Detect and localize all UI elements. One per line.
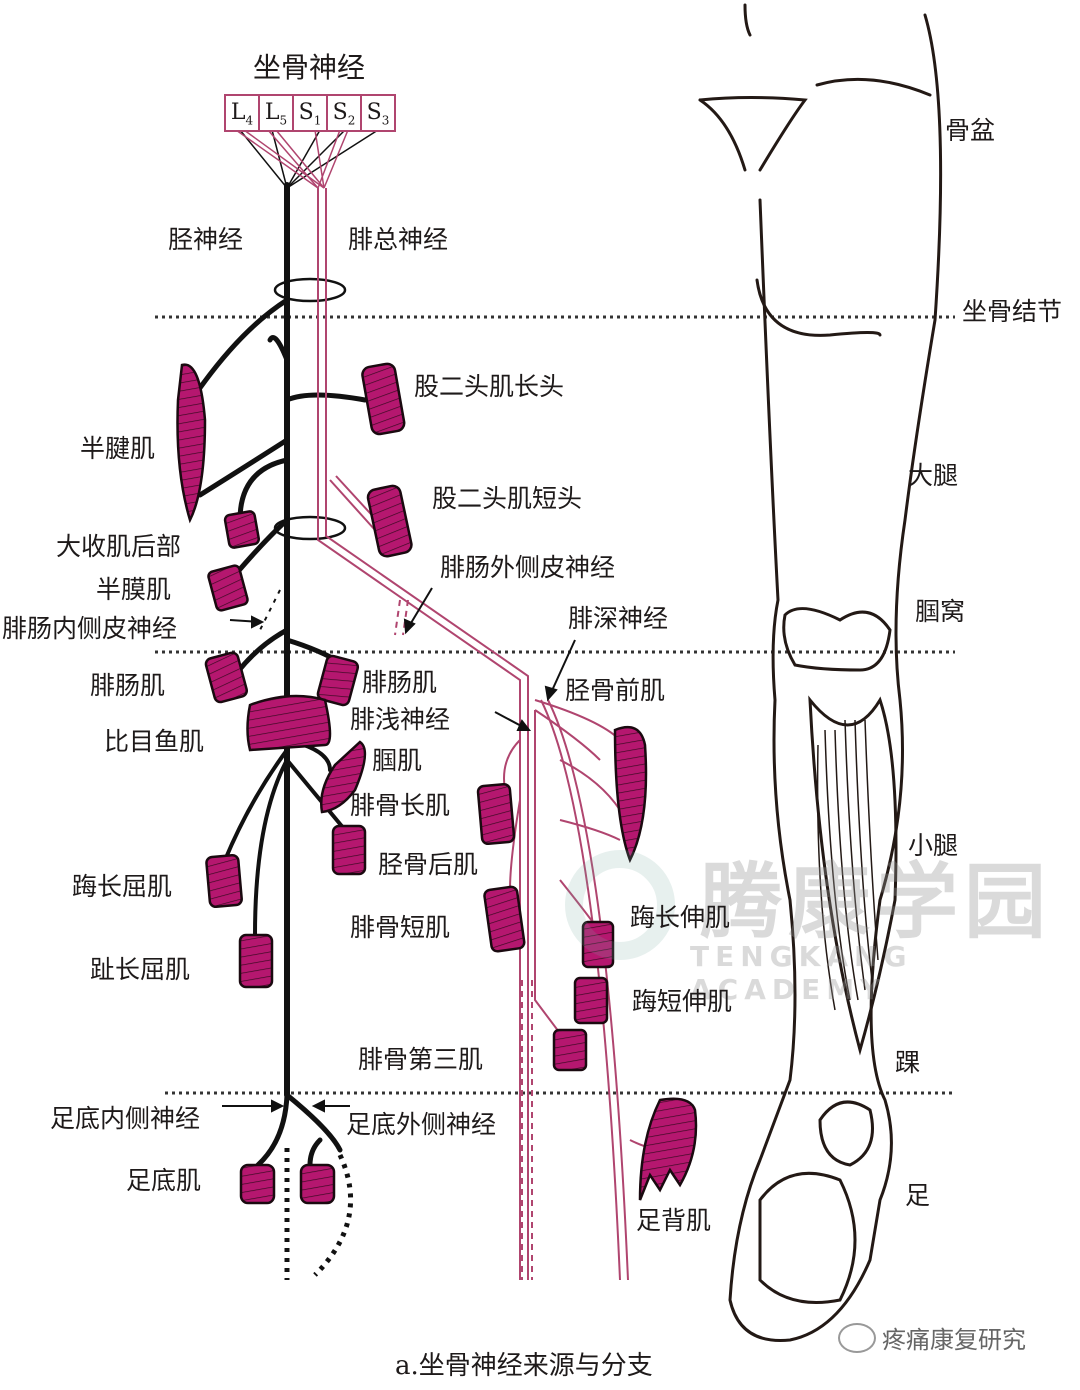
label-medial-sural-cutaneous-nerve: 腓肠内侧皮神经 — [2, 614, 178, 643]
nerve-roots: L4 L5 S1 S2 S3 — [224, 94, 396, 132]
label-biceps-short-head: 股二头肌短头 — [432, 484, 583, 513]
label-popliteal-fossa: 腘窝 — [915, 597, 966, 626]
label-lateral-plantar-nerve: 足底外侧神经 — [346, 1110, 497, 1139]
label-tibialis-posterior: 胫骨后肌 — [378, 850, 479, 879]
source-credit: 疼痛康复研究 — [838, 1320, 1026, 1355]
pointer-arrows — [222, 587, 576, 1113]
label-popliteus: 腘肌 — [372, 746, 423, 775]
label-tibialis-anterior: 胫骨前肌 — [565, 676, 666, 705]
label-flexor-hallucis-longus: 踇长屈肌 — [72, 872, 173, 901]
label-semitendinosus: 半腱肌 — [80, 434, 156, 463]
label-peroneus-tertius: 腓骨第三肌 — [358, 1045, 484, 1074]
label-peroneus-longus: 腓骨长肌 — [350, 791, 451, 820]
watermark-en: TENGKANG ACADEMY — [690, 940, 913, 1006]
label-extensor-hallucis-brevis: 踇短伸肌 — [632, 987, 733, 1016]
tibial-nerve — [192, 182, 368, 1168]
leg-outline — [698, 3, 943, 1342]
muscles — [176, 362, 698, 1205]
figure-caption: a.坐骨神经来源与分支 — [395, 1351, 653, 1381]
label-plantar-muscles: 足底肌 — [126, 1166, 202, 1195]
label-semimembranosus: 半膜肌 — [96, 575, 172, 604]
watermark-cn: 腾康学园 — [700, 854, 1053, 950]
label-dorsal-foot-muscles: 足背肌 — [636, 1206, 712, 1235]
label-deep-peroneal-nerve: 腓深神经 — [568, 604, 669, 633]
label-ischial-tuberosity: 坐骨结节 — [962, 297, 1063, 326]
wechat-icon — [838, 1322, 876, 1353]
root-l5: L5 — [260, 96, 294, 130]
label-pelvis: 骨盆 — [945, 116, 996, 145]
label-biceps-long-head: 股二头肌长头 — [414, 372, 565, 401]
label-tibial-nerve: 胫神经 — [168, 225, 244, 254]
label-calf: 小腿 — [908, 831, 959, 860]
label-foot: 足 — [905, 1181, 931, 1210]
label-extensor-hallucis-longus: 踇长伸肌 — [630, 903, 731, 932]
root-s1: S1 — [294, 96, 328, 130]
label-superficial-peroneal-nerve: 腓浅神经 — [350, 705, 451, 734]
label-adductor-magnus-posterior: 大收肌后部 — [56, 532, 182, 561]
label-soleus: 比目鱼肌 — [104, 727, 205, 756]
root-s3: S3 — [366, 100, 390, 128]
label-lateral-sural-cutaneous-nerve: 腓肠外侧皮神经 — [440, 553, 616, 582]
label-thigh: 大腿 — [908, 461, 959, 490]
label-flexor-digitorum-longus: 趾长屈肌 — [90, 955, 191, 984]
label-common-peroneal-nerve: 腓总神经 — [348, 225, 449, 254]
root-s2: S2 — [328, 96, 362, 130]
root-l4: L4 — [226, 96, 260, 130]
label-peroneus-brevis: 腓骨短肌 — [350, 913, 451, 942]
label-gastrocnemius-right: 腓肠肌 — [362, 668, 438, 697]
diagram-title: 坐骨神经 — [253, 51, 366, 84]
label-gastrocnemius-left: 腓肠肌 — [90, 671, 166, 700]
label-medial-plantar-nerve: 足底内侧神经 — [50, 1104, 201, 1133]
label-ankle: 踝 — [895, 1048, 921, 1077]
